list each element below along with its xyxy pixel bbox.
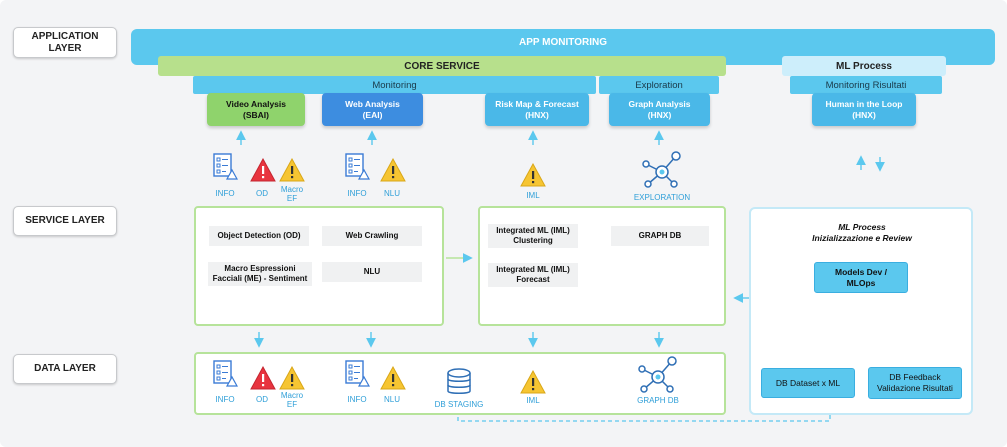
nlu-warning-icon-data <box>380 366 406 390</box>
web-analysis-card[interactable]: Web Analysis (EAI) <box>322 93 423 126</box>
svc-iml-forecast: Integrated ML (IML) Forecast <box>488 263 578 287</box>
exploration-label: EXPLORATION <box>633 193 691 202</box>
info-doc-icon-data <box>213 360 238 387</box>
info-doc-icon <box>213 153 238 180</box>
macro-ef-warning-icon <box>279 158 305 182</box>
video-analysis-card[interactable]: Video Analysis (SBAI) <box>207 93 305 126</box>
db-dataset-box[interactable]: DB Dataset x ML <box>761 368 855 398</box>
od-warning-red-icon-data <box>250 366 276 390</box>
nlu-label-data: NLU <box>383 395 400 404</box>
nlu-label: NLU <box>383 189 400 198</box>
svc-web-crawling: Web Crawling <box>322 226 422 246</box>
models-dev-box[interactable]: Models Dev / MLOps <box>814 262 908 293</box>
human-loop-card[interactable]: Human in the Loop (HNX) <box>812 93 916 126</box>
db-feedback-box[interactable]: DB Feedback Validazione Risultati <box>868 367 962 399</box>
exploration-band: Exploration <box>599 76 719 94</box>
nlu-warning-icon <box>380 158 406 182</box>
info-label-data: INFO <box>215 395 235 404</box>
database-icon <box>447 368 471 394</box>
graph-analysis-card[interactable]: Graph Analysis (HNX) <box>609 93 710 126</box>
info-label-data-2: INFO <box>347 395 367 404</box>
network-graph-icon <box>642 151 681 188</box>
iml-warning-icon <box>520 163 546 187</box>
od-label-data: OD <box>256 395 268 404</box>
graph-db-label: GRAPH DB <box>637 396 679 405</box>
monitoring-risultati-band: Monitoring Risultati <box>790 76 942 94</box>
ml-process-band: ML Process <box>782 56 946 76</box>
info-doc-icon-2 <box>345 153 370 180</box>
iml-label: IML <box>526 191 540 200</box>
svc-object-detection: Object Detection (OD) <box>209 226 309 246</box>
network-graph-icon-data <box>638 356 677 393</box>
macro-ef-warning-icon-data <box>279 366 305 390</box>
macro-ef-label-data: Macro EF <box>280 391 304 409</box>
info-doc-icon-data-2 <box>345 360 370 387</box>
od-label: OD <box>256 189 268 198</box>
service-layer-label: SERVICE LAYER <box>13 206 117 236</box>
application-layer-label: APPLICATION LAYER <box>13 27 117 58</box>
core-service-band: CORE SERVICE <box>158 56 726 76</box>
iml-label-data: IML <box>526 396 540 405</box>
info-label: INFO <box>215 189 235 198</box>
iml-warning-icon-data <box>520 370 546 394</box>
svc-macro-espressioni: Macro Espressioni Facciali (ME) - Sentim… <box>208 262 312 286</box>
ml-process-title: ML Process Inizializzazione e Review <box>812 222 912 243</box>
svc-graph-db: GRAPH DB <box>611 226 709 246</box>
data-layer-label: DATA LAYER <box>13 354 117 384</box>
monitoring-band: Monitoring <box>193 76 596 94</box>
svc-iml-clustering: Integrated ML (IML) Clustering <box>488 224 578 248</box>
svc-nlu: NLU <box>322 262 422 282</box>
od-warning-red-icon <box>250 158 276 182</box>
macro-ef-label: Macro EF <box>280 185 304 203</box>
risk-map-card[interactable]: Risk Map & Forecast (HNX) <box>485 93 589 126</box>
info-label-2: INFO <box>347 189 367 198</box>
db-staging-label: DB STAGING <box>434 400 484 409</box>
